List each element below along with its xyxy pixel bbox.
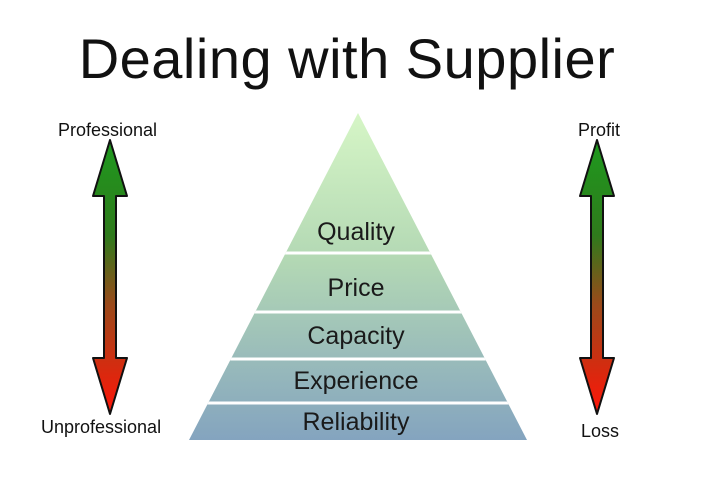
left-double-arrow-icon (92, 139, 128, 415)
unprofessional-label: Unprofessional (41, 417, 162, 437)
profit-label: Profit (578, 120, 621, 140)
loss-label: Loss (581, 421, 620, 441)
pyramid-level-experience: Experience (293, 367, 418, 395)
pyramid: Quality Price Capacity Experience Reliab… (189, 113, 527, 440)
pyramid-level-reliability: Reliability (303, 408, 410, 436)
right-double-arrow-icon (579, 139, 615, 415)
professional-label: Professional (58, 120, 158, 140)
page-title: Dealing with Supplier (78, 27, 616, 90)
pyramid-level-price: Price (328, 274, 385, 302)
pyramid-level-capacity: Capacity (307, 322, 405, 350)
pyramid-level-quality: Quality (317, 218, 395, 246)
